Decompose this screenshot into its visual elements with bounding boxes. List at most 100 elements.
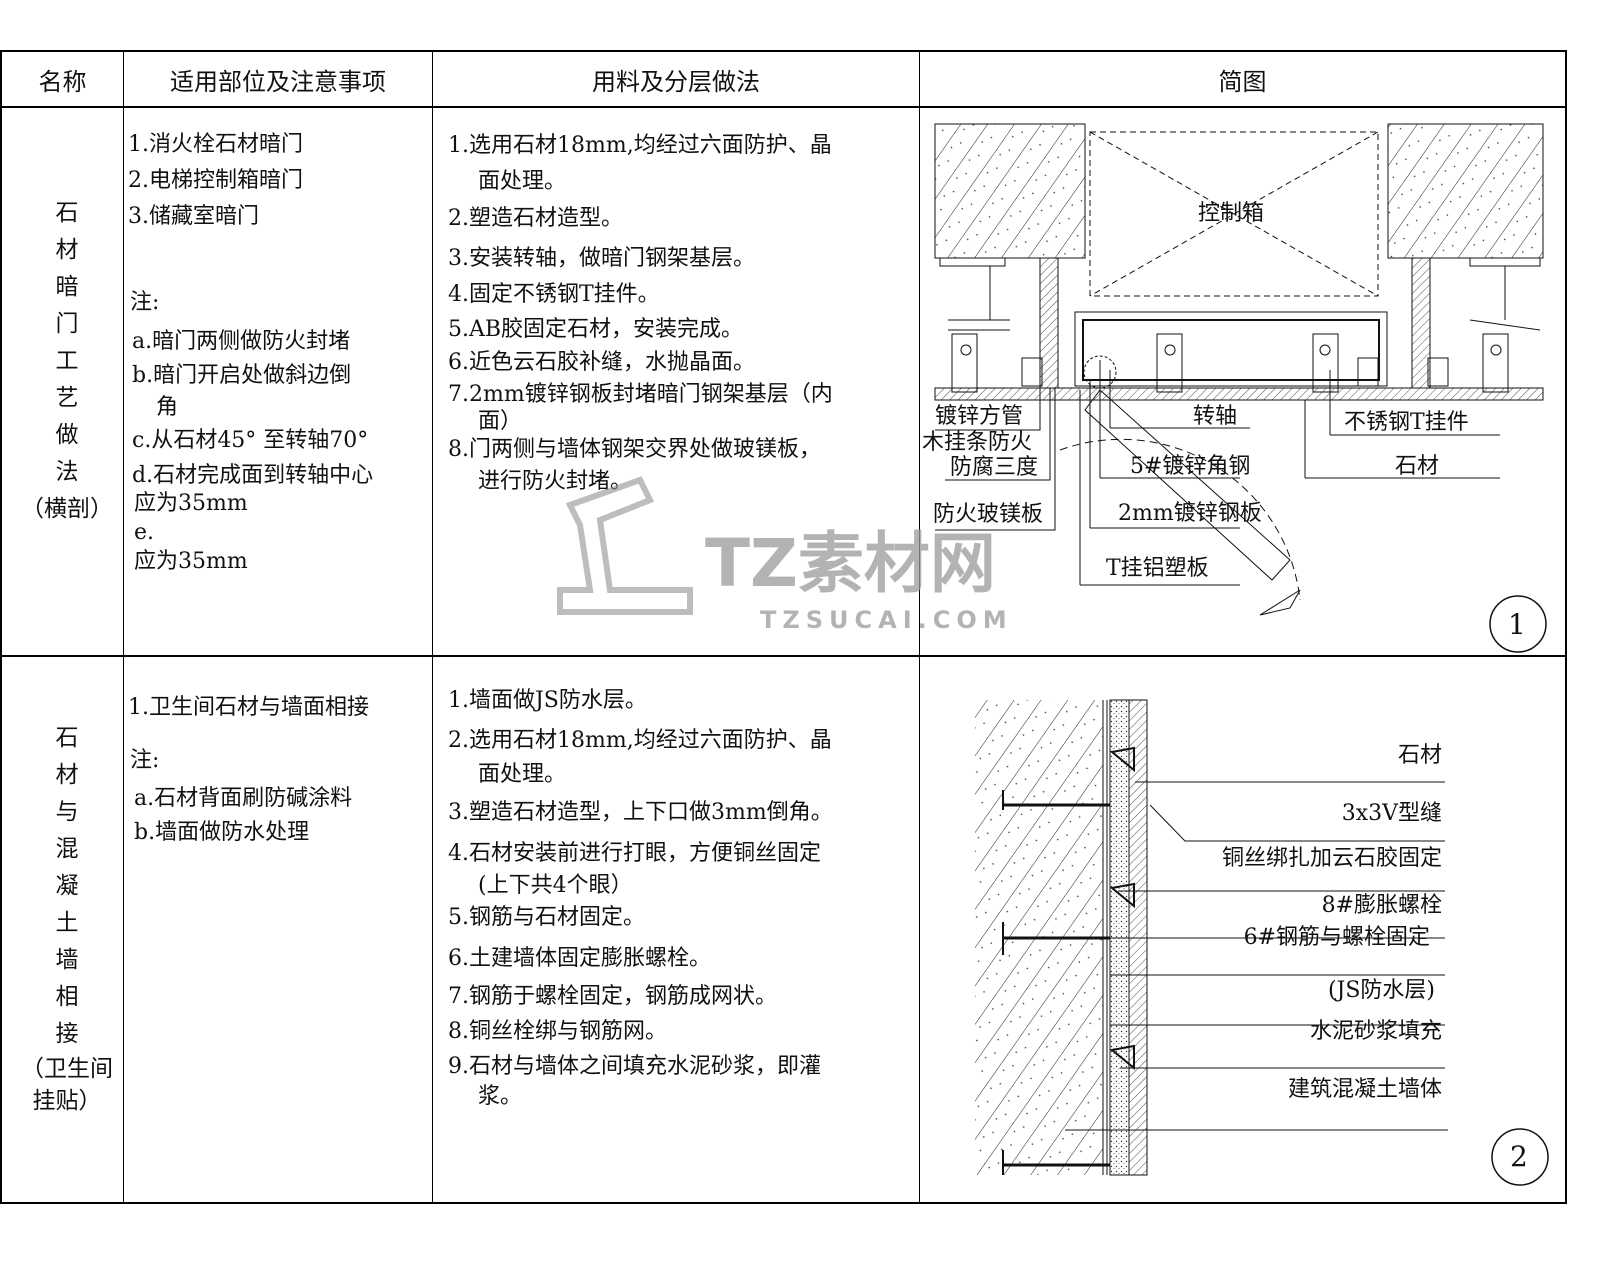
name-char: 石 [55, 725, 79, 751]
name-char: 凝 [55, 873, 79, 899]
header-scope: 适用部位及注意事项 [170, 68, 386, 96]
scope-line: 3.储藏室暗门 [128, 204, 259, 229]
method-line: 1.墙面做JS防水层。 [448, 688, 647, 713]
scope-line: 应为35mm [134, 549, 248, 574]
method-line: (上下共4个眼） [478, 873, 633, 898]
name-char: 挂贴） [32, 1088, 102, 1114]
concrete-wall-left [934, 123, 1086, 259]
method-line: 6.近色云石胶补缝，水抛晶面。 [448, 350, 755, 375]
watermark-text: TZ素材网 [705, 525, 996, 602]
detail-number: 2 [1510, 1140, 1528, 1173]
column-divider [123, 50, 124, 1204]
table-border-left [0, 50, 2, 1204]
column-divider [432, 50, 433, 1204]
callout-label: 不锈钢T挂件 [1344, 410, 1469, 435]
method-line: 3.安装转轴，做暗门钢架基层。 [448, 246, 755, 271]
scope-line: 1.卫生间石材与墙面相接 [128, 695, 369, 720]
concrete-wall-right [1387, 123, 1544, 259]
row2-name: 石 材 与 混 凝 土 墙 相 接 （卫生间 挂贴） [21, 720, 113, 1117]
table-border-bottom [0, 1202, 1567, 1204]
control-box [1089, 131, 1379, 297]
name-char: 艺 [55, 385, 79, 411]
scope-note-label: 注: [130, 290, 160, 315]
name-char: 工 [55, 348, 79, 374]
table-border-right [1565, 50, 1567, 1204]
callout-label: 木挂条防火 [922, 430, 1033, 455]
method-line: 面处理。 [478, 762, 567, 787]
name-char: 做 [55, 422, 79, 448]
callout-label: 铜丝绑扎加云石胶固定 [1221, 846, 1442, 871]
name-char: 法 [55, 459, 79, 485]
watermark-url: TZSUCAI.COM [760, 606, 1013, 634]
callout-label: 防腐三度 [950, 455, 1039, 480]
scope-line: d.石材完成面到转轴中心 [132, 463, 374, 488]
callout-label: (JS防水层) [1327, 978, 1435, 1003]
diagram-1-secret-door [934, 123, 1547, 653]
scope-line: b.暗门开启处做斜边倒 [132, 363, 352, 388]
callout-label: 2mm镀锌钢板 [1118, 501, 1262, 526]
callout-label: 镀锌方管 [935, 404, 1024, 429]
table-border-header [0, 106, 1567, 108]
method-line: 2.选用石材18mm,均经过六面防护、晶 [448, 728, 832, 753]
scope-line: a.石材背面刷防碱涂料 [134, 786, 353, 811]
name-char: 材 [55, 237, 79, 263]
name-char: 墙 [55, 947, 79, 973]
detail-number-circle [1489, 595, 1547, 653]
header-method: 用料及分层做法 [592, 68, 760, 96]
name-char: 相 [55, 984, 79, 1010]
callout-label: 石材 [1395, 454, 1440, 479]
method-line: 8.门两侧与墙体钢架交界处做玻镁板， [448, 437, 821, 462]
table-border-top [0, 50, 1567, 52]
column-divider [919, 50, 920, 1204]
method-line: 4.石材安装前进行打眼，方便铜丝固定 [448, 841, 821, 866]
callout-label: 建筑混凝土墙体 [1287, 1077, 1442, 1102]
method-line: 浆。 [478, 1084, 523, 1109]
method-line: 面） [478, 409, 523, 434]
method-line: 面处理。 [478, 169, 567, 194]
scope-line: a.暗门两侧做防火封堵 [132, 329, 351, 354]
scope-line: 1.消火栓石材暗门 [128, 132, 303, 157]
callout-label: 防火玻镁板 [933, 502, 1044, 527]
name-char: 土 [55, 910, 79, 936]
name-char: （卫生间 [21, 1056, 113, 1082]
name-char: 门 [55, 311, 79, 337]
scope-line: b.墙面做防水处理 [134, 820, 310, 845]
method-line: 7.2mm镀锌钢板封堵暗门钢架基层（内 [448, 382, 833, 407]
door-swing-arc [1059, 438, 1301, 601]
method-line: 7.钢筋于螺栓固定，钢筋成网状。 [448, 984, 777, 1009]
method-line: 6.土建墙体固定膨胀螺栓。 [448, 946, 711, 971]
method-line: 4.固定不锈钢T挂件。 [448, 282, 660, 307]
stone-panel [934, 387, 1544, 401]
method-line: 8.铜丝栓绑与钢筋网。 [448, 1019, 667, 1044]
scope-line: 2.电梯控制箱暗门 [128, 168, 303, 193]
callout-label: 6#钢筋与螺栓固定 [1243, 925, 1430, 950]
callout-label: 8#膨胀螺栓 [1321, 893, 1442, 918]
callout-label: 3x3V型缝 [1341, 801, 1442, 826]
name-char: 接 [55, 1021, 79, 1047]
method-line: 9.石材与墙体之间填充水泥砂浆，即灌 [448, 1054, 821, 1079]
scope-line: e. [134, 520, 155, 545]
callout-label: T挂铝塑板 [1106, 556, 1209, 581]
detail-number: 1 [1508, 608, 1526, 641]
callout-label: 水泥砂浆填充 [1309, 1019, 1442, 1044]
method-line: 3.塑造石材造型，上下口做3mm倒角。 [448, 800, 833, 825]
callout-label: 转轴 [1193, 404, 1238, 429]
name-char: 材 [55, 762, 79, 788]
name-char: （横剖） [21, 496, 113, 522]
method-line: 5.钢筋与石材固定。 [448, 905, 645, 930]
callout-label: 石材 [1397, 743, 1442, 768]
callout-label: 5#镀锌角钢 [1130, 454, 1251, 479]
name-char: 与 [55, 799, 79, 825]
name-char: 暗 [55, 274, 79, 300]
name-char: 石 [55, 200, 79, 226]
header-diagram: 简图 [1218, 68, 1267, 96]
diagram-2-stone-wall [975, 699, 1549, 1186]
row1-name: 石 材 暗 门 工 艺 做 法 （横剖） [21, 195, 113, 528]
scope-line: 角 [156, 395, 179, 420]
table-border-row [0, 655, 1567, 657]
method-line: 2.塑造石材造型。 [448, 206, 623, 231]
scope-line: 应为35mm [134, 491, 248, 516]
header-name: 名称 [38, 68, 87, 96]
